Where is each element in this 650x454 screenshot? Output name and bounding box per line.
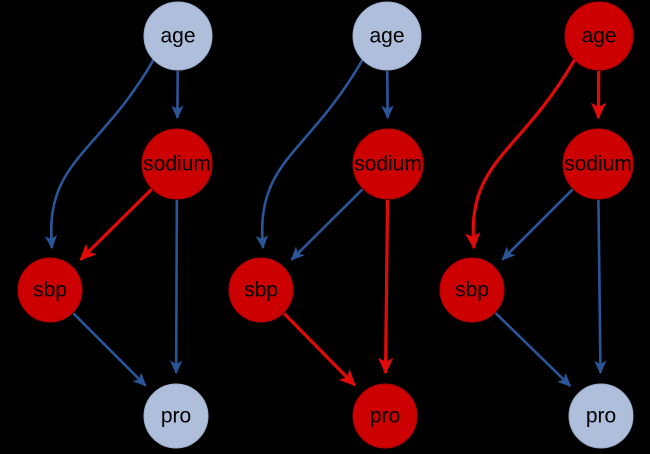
- node-sbp[interactable]: sbp: [17, 257, 83, 323]
- node-circle-pro[interactable]: [568, 383, 634, 449]
- edge-sbp-to-pro: [283, 312, 356, 387]
- node-pro[interactable]: pro: [568, 383, 634, 449]
- node-circle-sbp[interactable]: [439, 257, 505, 323]
- node-circle-sodium[interactable]: [562, 128, 634, 200]
- node-sodium[interactable]: sodium: [352, 128, 424, 200]
- node-sodium[interactable]: sodium: [562, 128, 634, 200]
- edge-sbp-to-pro: [72, 312, 147, 387]
- edge-age-to-sbp: [255, 59, 364, 250]
- edge-sodium-to-pro: [594, 199, 607, 375]
- node-sbp[interactable]: sbp: [439, 257, 505, 323]
- graph-3-edges: [464, 59, 607, 387]
- node-circle-age[interactable]: [352, 1, 422, 71]
- edge-sodium-to-pro: [170, 199, 183, 375]
- node-circle-sodium[interactable]: [352, 128, 424, 200]
- node-sodium[interactable]: sodium: [141, 128, 213, 200]
- node-circle-sodium[interactable]: [141, 128, 213, 200]
- node-pro[interactable]: pro: [352, 383, 418, 449]
- node-circle-sbp[interactable]: [17, 257, 83, 323]
- graph-1-edges: [44, 59, 184, 387]
- node-circle-pro[interactable]: [352, 383, 418, 449]
- node-circle-pro[interactable]: [143, 383, 209, 449]
- node-circle-sbp[interactable]: [228, 257, 294, 323]
- node-pro[interactable]: pro: [143, 383, 209, 449]
- node-age[interactable]: age: [564, 1, 634, 71]
- edge-sbp-to-pro: [494, 312, 572, 387]
- edge-age-to-sbp: [464, 59, 576, 250]
- edge-sodium-to-pro: [378, 199, 394, 375]
- edge-sodium-to-sbp: [79, 188, 153, 261]
- edge-sodium-to-sbp: [501, 188, 574, 261]
- node-circle-age[interactable]: [143, 1, 213, 71]
- edge-sodium-to-sbp: [290, 188, 364, 261]
- node-age[interactable]: age: [143, 1, 213, 71]
- node-sbp[interactable]: sbp: [228, 257, 294, 323]
- graph-2-edges: [255, 59, 394, 387]
- edge-age-to-sbp: [44, 59, 155, 250]
- node-circle-age[interactable]: [564, 1, 634, 71]
- node-age[interactable]: age: [352, 1, 422, 71]
